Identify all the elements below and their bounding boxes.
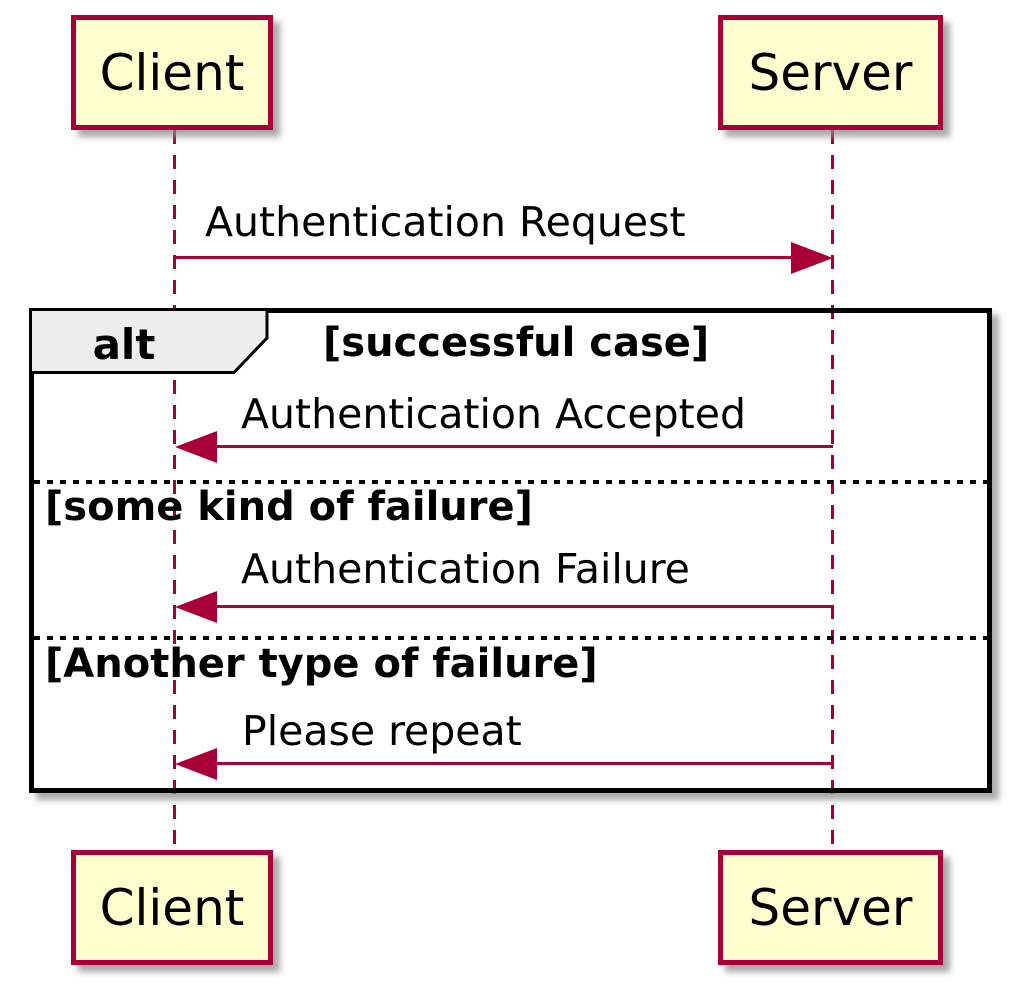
participant-server-bottom: Server xyxy=(718,850,943,965)
message-authentication-request-line xyxy=(175,256,797,259)
message-please-repeat-label: Please repeat xyxy=(242,707,522,755)
guard-another-type-of-failure: [Another type of failure] xyxy=(45,641,598,687)
fragment-divider-1 xyxy=(34,480,987,484)
participant-server-top: Server xyxy=(718,15,943,130)
alt-fragment-frame xyxy=(29,308,992,793)
participant-server-label: Server xyxy=(748,43,913,102)
message-please-repeat-line xyxy=(213,762,833,765)
participant-client-label: Client xyxy=(99,878,245,937)
message-authentication-request-label: Authentication Request xyxy=(205,198,686,246)
arrowhead-left xyxy=(175,431,217,463)
guard-some-kind-of-failure: [some kind of failure] xyxy=(45,484,533,530)
participant-server-label: Server xyxy=(748,878,913,937)
guard-successful-case: [successful case] xyxy=(323,320,710,366)
fragment-divider-2 xyxy=(34,636,987,640)
arrowhead-left xyxy=(175,591,217,623)
participant-client-bottom: Client xyxy=(71,850,273,965)
lifeline-server xyxy=(831,130,834,850)
lifeline-client xyxy=(173,130,176,850)
message-authentication-failure-line xyxy=(213,605,833,608)
participant-client-top: Client xyxy=(71,15,273,130)
alt-operator-label: alt xyxy=(92,320,156,369)
arrowhead-right xyxy=(791,242,833,274)
message-authentication-accepted-line xyxy=(213,445,833,448)
participant-client-label: Client xyxy=(99,43,245,102)
alt-operator-pentagon xyxy=(29,308,269,374)
message-authentication-failure-label: Authentication Failure xyxy=(241,545,690,593)
arrowhead-left xyxy=(175,748,217,780)
message-authentication-accepted-label: Authentication Accepted xyxy=(241,390,746,438)
